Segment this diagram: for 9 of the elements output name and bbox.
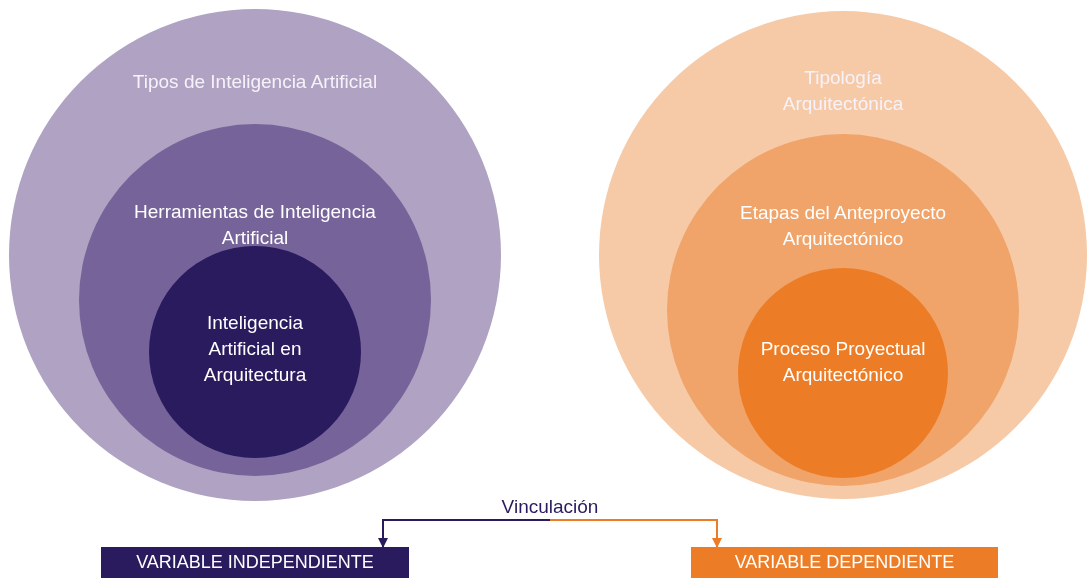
circle-label: Inteligencia Artificial en Arquitectura — [202, 311, 308, 387]
circle-label: Herramientas de Inteligencia Artificial — [133, 200, 377, 250]
variable-banner: VARIABLE INDEPENDIENTE — [101, 547, 409, 578]
variable-banner: VARIABLE DEPENDIENTE — [691, 547, 998, 578]
circle-label: Proceso Proyectual Arquitectónico — [759, 337, 927, 387]
circle-label: Tipología Arquitectónica — [781, 66, 905, 116]
double-arrow — [378, 519, 722, 548]
circle-label: Etapas del Anteproyecto Arquitectónico — [739, 201, 947, 251]
circle-label: Tipos de Inteligencia Artificial — [131, 70, 379, 94]
